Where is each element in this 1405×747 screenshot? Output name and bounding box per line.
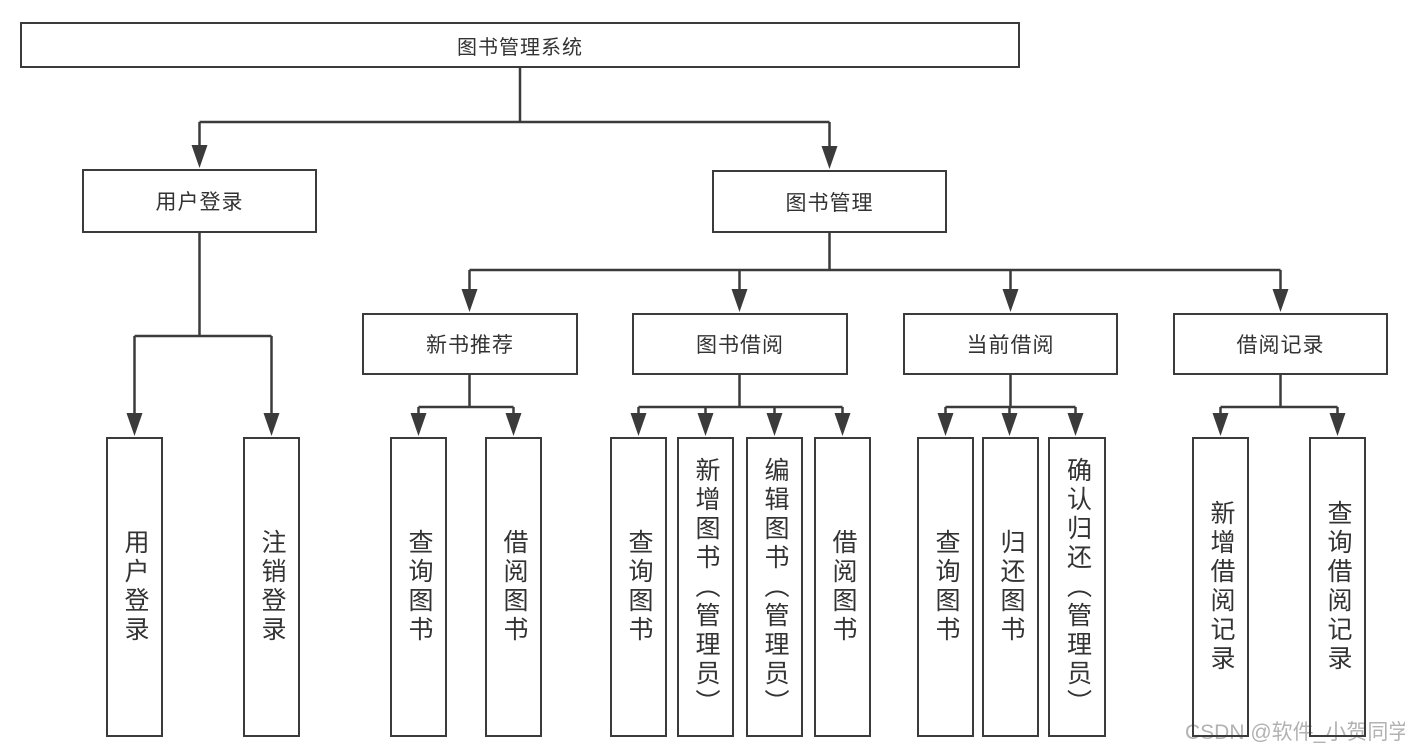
node-current-borrowing: 当前借阅 (903, 313, 1118, 375)
node-label: 新增图书（管理员） (692, 456, 720, 718)
leaf-edit-books-admin: 编辑图书（管理员） (746, 437, 803, 737)
leaf-user-login: 用户登录 (106, 437, 163, 737)
node-library-management-system: 图书管理系统 (20, 22, 1020, 68)
node-label: 借阅记录 (1236, 334, 1325, 357)
node-label: 查询图书 (932, 529, 960, 645)
leaf-borrow-books: 借阅图书 (814, 437, 871, 737)
node-label: 图书管理 (785, 191, 874, 215)
leaf-query-books-current: 查询图书 (917, 437, 974, 737)
node-label: 查询借阅记录 (1324, 500, 1352, 674)
node-label: 借阅图书 (500, 529, 528, 645)
csdn-watermark: CSDN @软件_小贺同学 (1185, 721, 1405, 744)
node-borrowing-records: 借阅记录 (1173, 313, 1388, 375)
node-book-borrowing: 图书借阅 (632, 313, 848, 375)
leaf-query-books-borrowing: 查询图书 (610, 437, 667, 737)
node-label: 确认归还（管理员） (1063, 456, 1092, 718)
node-label: 用户登录 (121, 529, 149, 645)
node-book-management-branch: 图书管理 (712, 170, 947, 233)
node-label: 查询图书 (625, 529, 653, 645)
node-label: 图书管理系统 (457, 36, 583, 59)
leaf-add-borrow-record: 新增借阅记录 (1192, 437, 1249, 737)
node-label: 新书推荐 (426, 334, 514, 357)
node-label: 编辑图书（管理员） (761, 456, 789, 718)
node-label: 查询图书 (405, 529, 433, 645)
leaf-return-books: 归还图书 (982, 437, 1039, 737)
leaf-query-books-recommend: 查询图书 (390, 437, 447, 737)
node-user-login-branch: 用户登录 (82, 169, 317, 233)
node-label: 注销登录 (258, 529, 286, 645)
node-label: 用户登录 (155, 191, 244, 214)
leaf-add-books-admin: 新增图书（管理员） (677, 437, 734, 737)
node-new-book-recommendation: 新书推荐 (362, 313, 578, 375)
node-label: 归还图书 (997, 529, 1025, 645)
leaf-query-borrow-record: 查询借阅记录 (1309, 437, 1366, 737)
node-label: 图书借阅 (696, 334, 784, 357)
leaf-confirm-return-admin: 确认归还（管理员） (1048, 437, 1106, 737)
node-label: 新增借阅记录 (1207, 500, 1235, 674)
leaf-logout: 注销登录 (243, 437, 300, 737)
leaf-borrow-books-recommend: 借阅图书 (485, 437, 542, 737)
node-label: 借阅图书 (829, 529, 857, 645)
node-label: 当前借阅 (966, 334, 1055, 357)
